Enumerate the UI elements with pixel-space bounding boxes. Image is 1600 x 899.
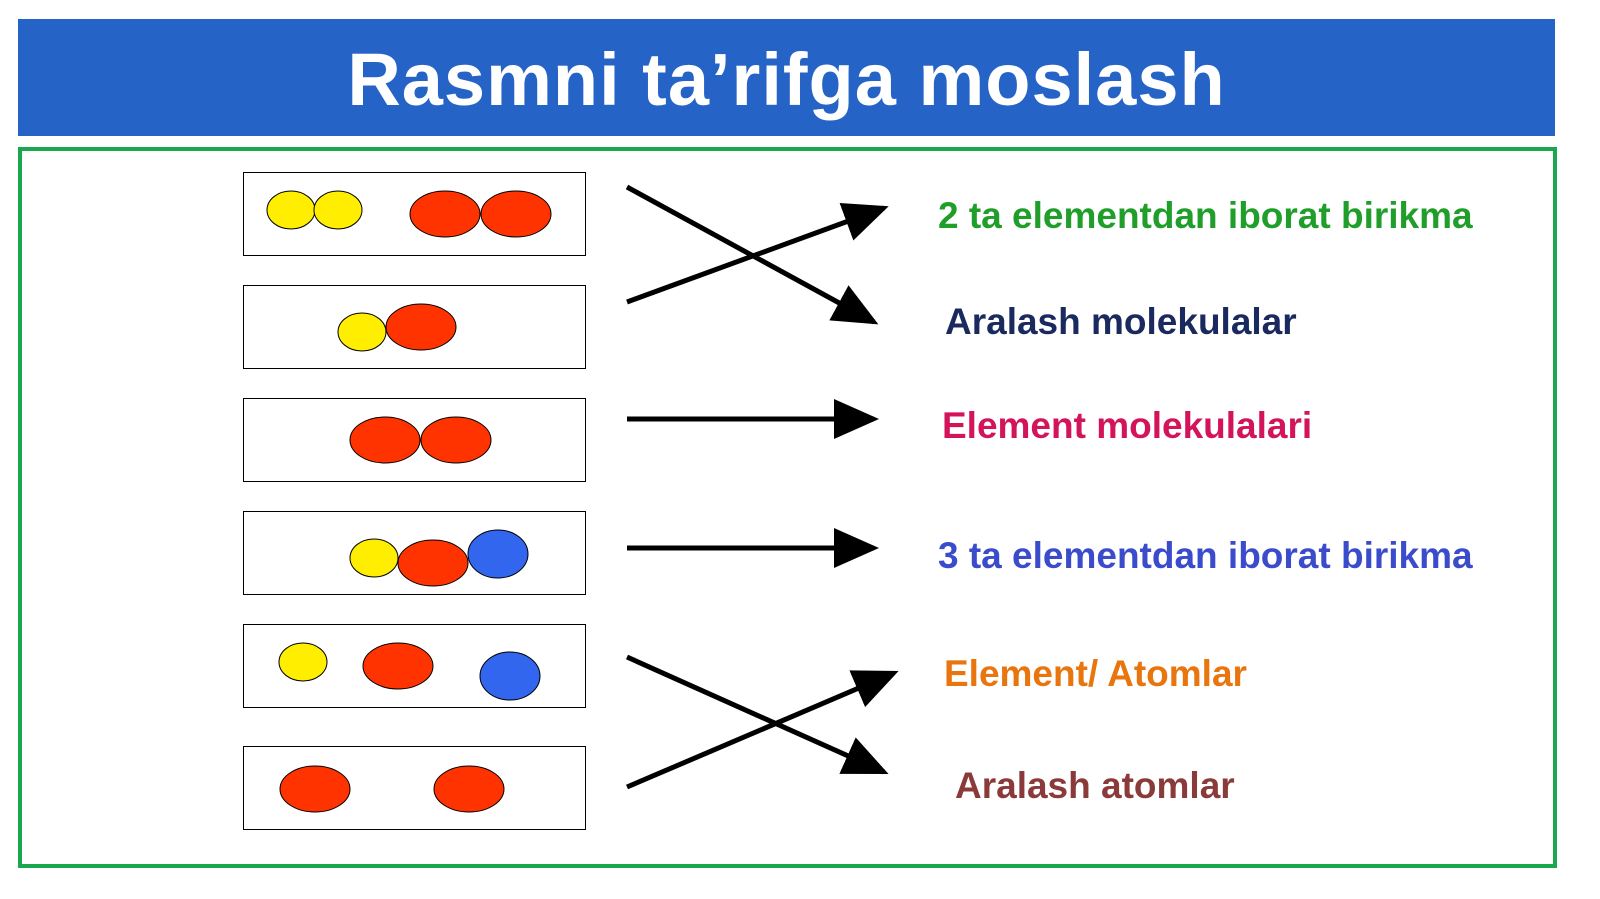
description-1[interactable]: 2 ta elementdan iborat birikma (938, 195, 1473, 236)
red-atom (409, 190, 481, 238)
picture-binary-compound (337, 303, 457, 352)
red-atom (385, 303, 457, 351)
red-atom (362, 642, 434, 690)
page-title: Rasmni ta’rifga moslash (347, 38, 1226, 121)
blue-atom (467, 529, 529, 579)
picture-two-compounds (266, 190, 552, 238)
title-banner: Rasmni ta’rifga moslash (18, 19, 1555, 136)
matching-frame (18, 147, 1557, 868)
picture-mixed-atoms (278, 642, 541, 701)
arrow-5-to-6 (625, 654, 889, 775)
description-5[interactable]: Element/ Atomlar (944, 653, 1247, 694)
picture-box-2[interactable] (243, 285, 586, 369)
picture-box-4[interactable] (243, 511, 586, 595)
picture-ternary-compound (349, 529, 529, 587)
description-6[interactable]: Aralash atomlar (955, 765, 1235, 806)
arrow-2-to-1 (626, 202, 889, 305)
red-atom (349, 416, 421, 464)
yellow-atom (278, 642, 328, 682)
picture-box-1[interactable] (243, 172, 586, 256)
description-3[interactable]: Element molekulalari (942, 405, 1313, 446)
description-2[interactable]: Aralash molekulalar (945, 301, 1297, 342)
description-4[interactable]: 3 ta elementdan iborat birikma (938, 535, 1473, 576)
picture-element-atoms (279, 765, 505, 813)
red-atom (480, 190, 552, 238)
arrow-6-to-5 (626, 670, 899, 790)
red-atom (420, 416, 492, 464)
red-atom (279, 765, 351, 813)
picture-element-molecule (349, 416, 492, 464)
red-atom (397, 539, 469, 587)
picture-box-6[interactable] (243, 746, 586, 830)
yellow-atom (337, 312, 387, 352)
picture-box-5[interactable] (243, 624, 586, 708)
yellow-atom (349, 538, 399, 578)
blue-atom (479, 651, 541, 701)
red-atom (433, 765, 505, 813)
yellow-atom (313, 190, 363, 230)
picture-box-3[interactable] (243, 398, 586, 482)
